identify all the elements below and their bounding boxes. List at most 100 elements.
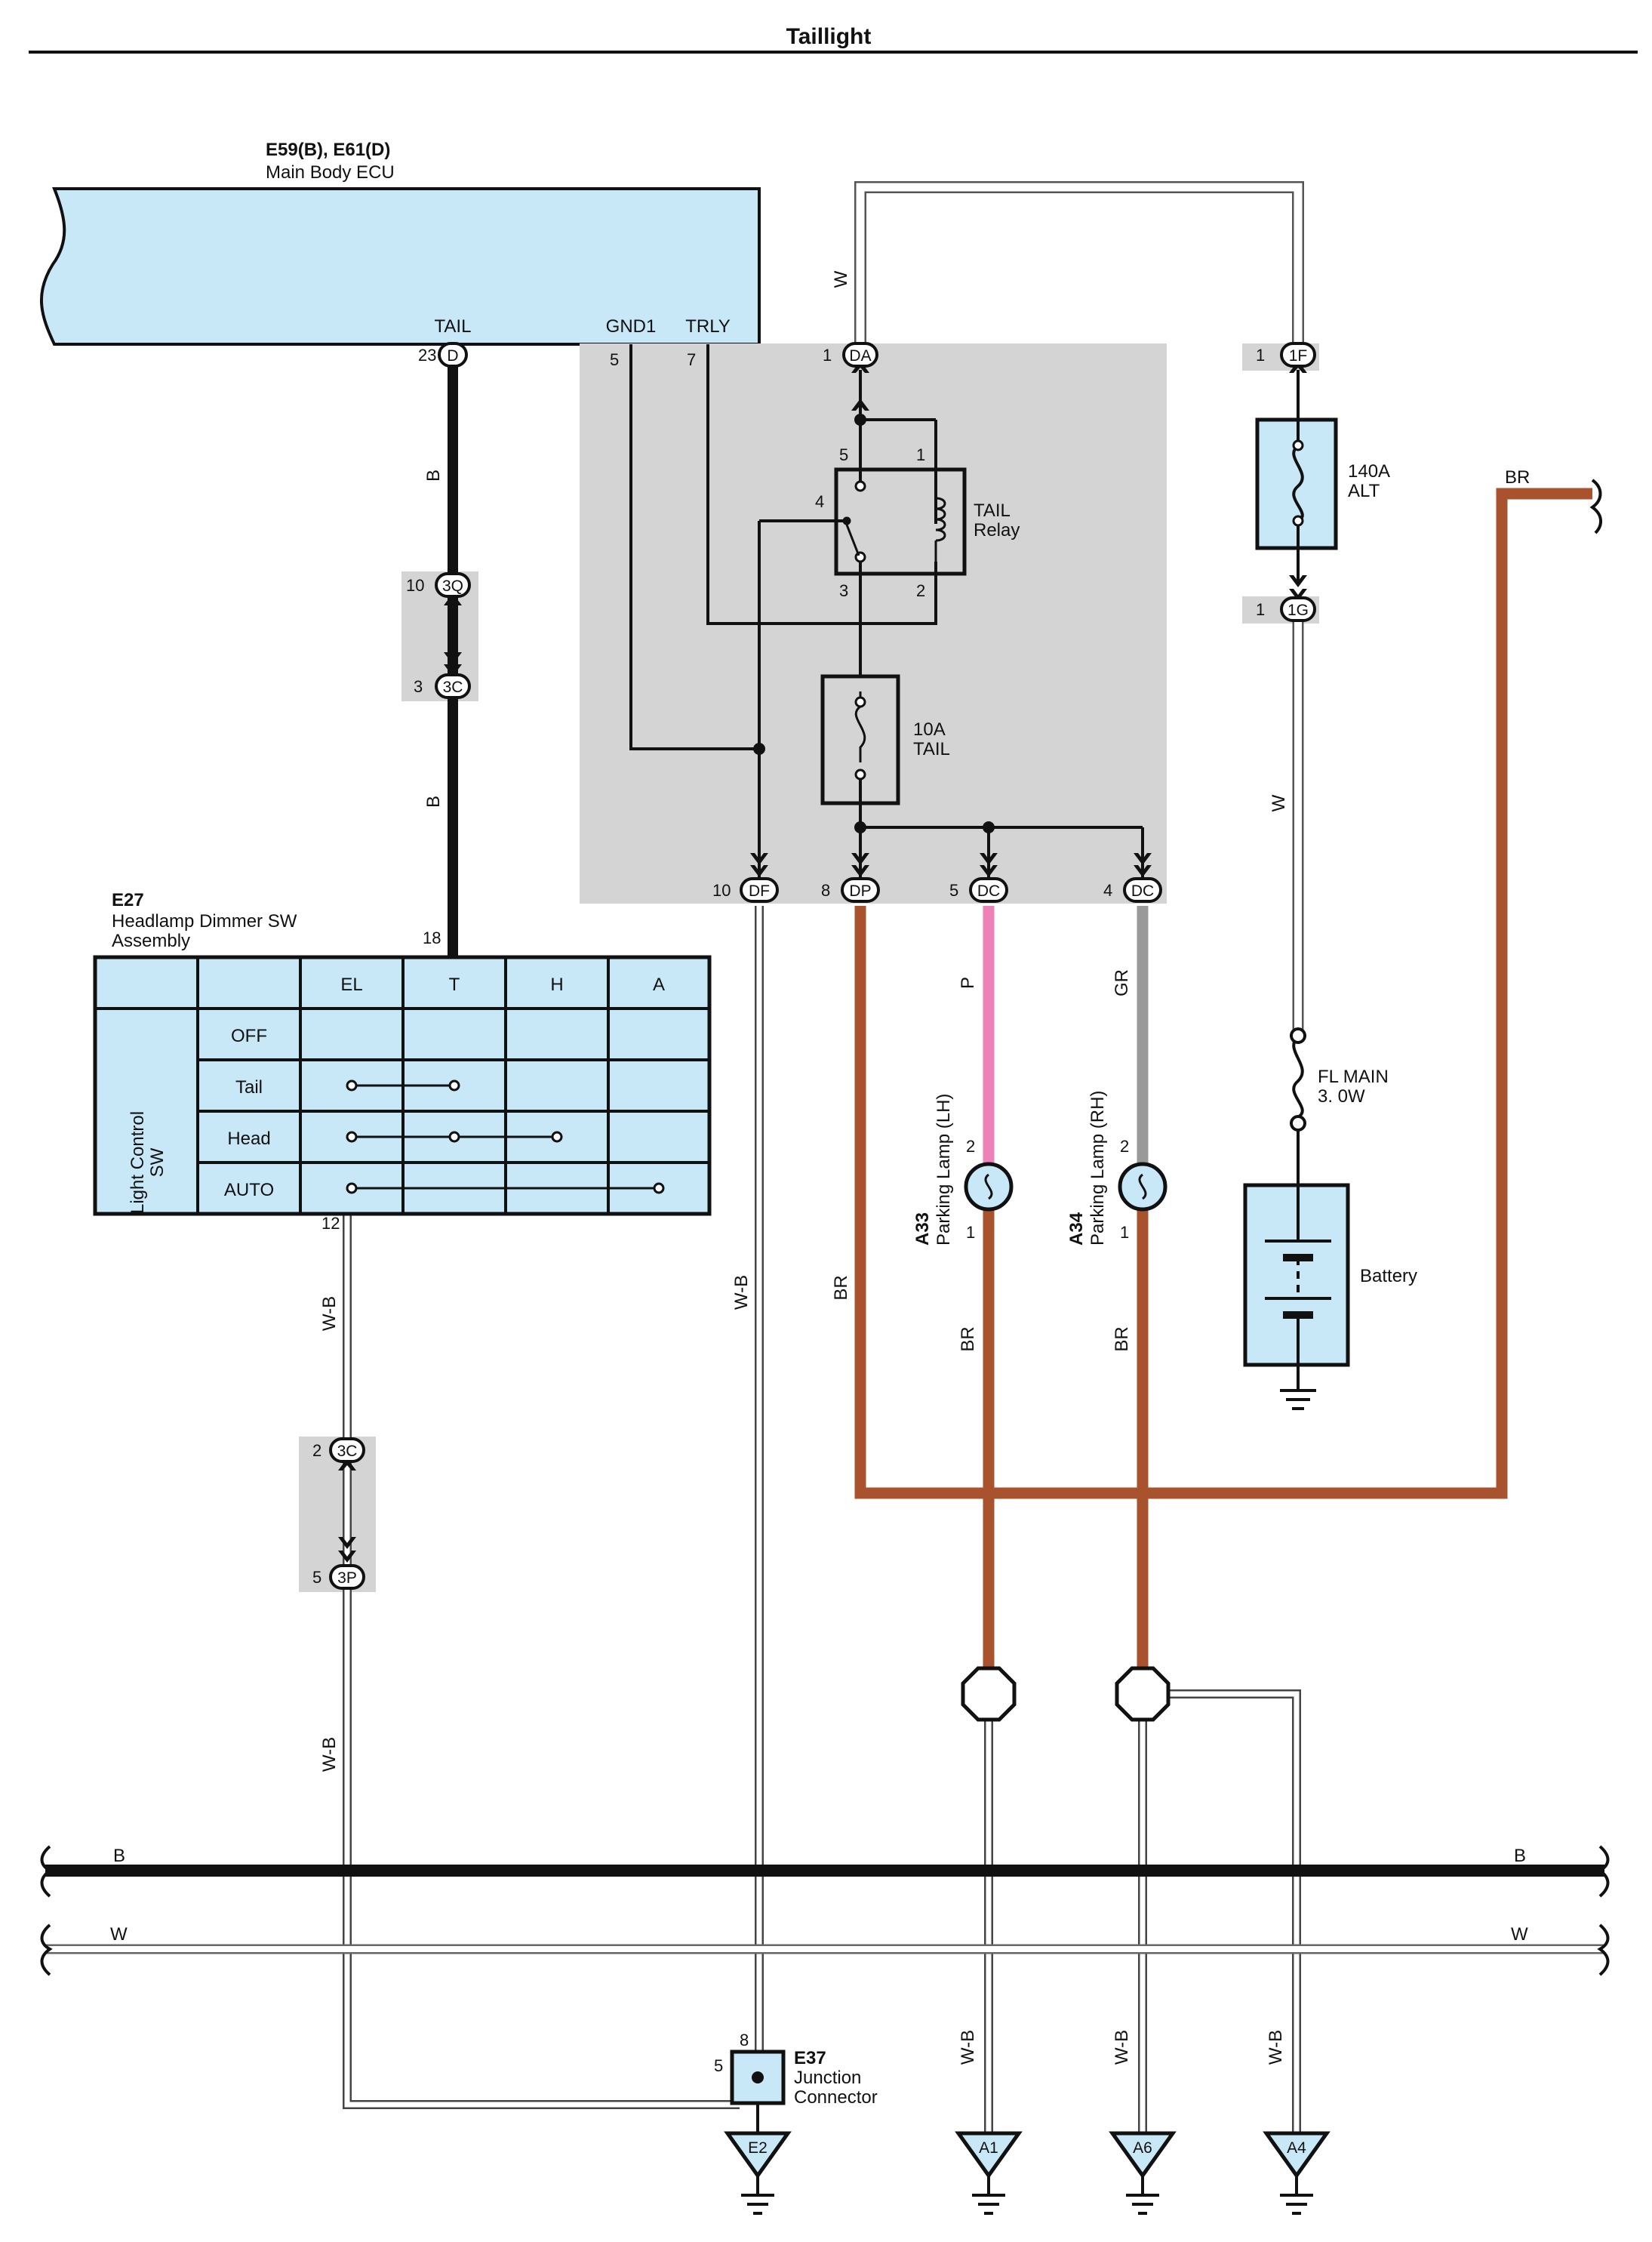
svg-text:3C: 3C — [337, 1443, 358, 1460]
svg-text:DA: DA — [849, 347, 871, 365]
svg-text:DC: DC — [977, 882, 1000, 900]
pin-number: 5 — [610, 350, 619, 369]
pin-number: 3 — [839, 581, 848, 600]
wire-label: BR — [1112, 1326, 1132, 1351]
svg-text:DC: DC — [1131, 882, 1154, 900]
ground-terminal-a1: A1 — [955, 2131, 1023, 2215]
tail-relay — [834, 467, 967, 576]
splice-point-lh — [961, 1666, 1017, 1722]
ground-icon — [1126, 2176, 1159, 2215]
pin-number: 1 — [1256, 346, 1265, 365]
wire-label: B — [113, 1846, 125, 1866]
fuse-tail-line1: 10A — [913, 719, 946, 740]
pin-number: 4 — [1103, 881, 1112, 900]
connector-dc-lh: DC — [969, 877, 1008, 903]
ecu-pin-gnd1: GND1 — [606, 316, 657, 337]
fuse-alt-line2: ALT — [1348, 481, 1380, 501]
wire-label: GR — [1112, 969, 1132, 996]
connector-3c-upper: 3C — [435, 673, 471, 699]
fuse-main-line2: 3. 0W — [1318, 1086, 1365, 1107]
switch-name-line2: Assembly — [112, 931, 190, 951]
wire-label: W-B — [1266, 2030, 1286, 2065]
pin-numbers: 23 5 7 1 5 1 4 3 2 1 1 10 3 18 10 8 5 4 … — [312, 346, 1265, 2075]
wire-label: BR — [958, 1326, 978, 1351]
lamp-filament — [1138, 1173, 1147, 1200]
wire-label: B — [423, 470, 444, 482]
wire-label: BR — [831, 1275, 851, 1300]
junction-line1: Junction — [794, 2068, 861, 2088]
ground-terminal-e2: E2 — [724, 2131, 792, 2215]
pin-number: 7 — [687, 350, 696, 369]
fuse-alt-line1: 140A — [1348, 461, 1390, 482]
ground-icon — [972, 2176, 1005, 2215]
wire-label: W-B — [731, 1275, 752, 1310]
connector-3c-lower: 3C — [329, 1437, 365, 1463]
switch-row-header-line2: SW — [147, 1147, 168, 1177]
fuse-main-terminal — [1290, 1027, 1306, 1044]
switch-grid — [95, 957, 709, 1214]
junction-code: E37 — [794, 2048, 826, 2068]
connector-1g: 1G — [1280, 596, 1316, 622]
ground-label-e2: E2 — [748, 2139, 768, 2157]
connector-df: DF — [740, 877, 779, 903]
connector-1f: 1F — [1280, 342, 1316, 368]
connector-dp: DP — [841, 877, 880, 903]
switch-row-head: Head — [227, 1129, 270, 1149]
switch-col-h: H — [550, 975, 563, 995]
pin-number: 8 — [821, 881, 830, 900]
pin-number: 18 — [423, 929, 441, 947]
pin-number: 1 — [1120, 1223, 1129, 1242]
pin-number: 5 — [949, 881, 958, 900]
connector-3p: 3P — [329, 1564, 365, 1590]
wire-label: B — [1514, 1846, 1526, 1866]
ecu-pin-tail: TAIL — [435, 316, 472, 337]
ecu-pin-trly: TRLY — [685, 316, 731, 337]
wire-label: W — [110, 1924, 128, 1945]
relay-contacts — [842, 480, 946, 563]
fuse-main-element — [1292, 1034, 1304, 1119]
pin-number: 8 — [740, 2031, 749, 2050]
junction-line2: Connector — [794, 2087, 878, 2108]
relay-name-line2: Relay — [974, 520, 1020, 540]
wire-label: W — [1269, 794, 1289, 811]
pin-number: 2 — [916, 581, 925, 600]
switch-col-el: EL — [340, 975, 362, 995]
page-title: Taillight — [786, 24, 872, 49]
lamp-filament — [984, 1173, 993, 1200]
splice-point-rh — [1115, 1666, 1171, 1722]
pin-number: 2 — [312, 1441, 321, 1460]
svg-text:D: D — [447, 347, 458, 365]
fuse-tail-terminal — [854, 696, 866, 708]
connector-da: DA — [842, 342, 878, 368]
connector-dc-rh: DC — [1123, 877, 1162, 903]
junction-dot — [753, 743, 765, 755]
pin-number: 5 — [839, 445, 848, 464]
fuse-tail-line2: TAIL — [913, 739, 950, 759]
svg-text:3P: 3P — [337, 1569, 357, 1587]
junction-dot — [854, 821, 866, 833]
pin-number: 23 — [418, 346, 436, 365]
pin-number: 1 — [916, 445, 925, 464]
switch-col-a: A — [653, 975, 665, 995]
ecu-name: Main Body ECU — [266, 162, 395, 183]
pin-number: 1 — [823, 346, 832, 365]
pin-number: 12 — [321, 1214, 340, 1233]
ecu-body — [39, 187, 761, 346]
relay-name-line1: TAIL — [974, 500, 1011, 521]
switch-row-auto: AUTO — [224, 1180, 274, 1200]
lamp-lh-name: Parking Lamp (LH) — [934, 1094, 954, 1246]
wire-label: BR — [1505, 467, 1530, 488]
switch-row-off: OFF — [231, 1026, 267, 1046]
fuse-tail-element — [854, 691, 866, 762]
junction-dot — [854, 414, 866, 426]
connector-arrows — [338, 361, 1307, 1563]
pin-number: 3 — [414, 677, 423, 696]
switch-row-tail: Tail — [235, 1077, 263, 1098]
wire-label: B — [423, 796, 444, 808]
title-rule — [29, 51, 1638, 54]
pin-number: 4 — [815, 492, 824, 511]
wire-label: W — [831, 270, 851, 288]
fuse-main-terminal — [1290, 1115, 1306, 1132]
fuse-main-line1: FL MAIN — [1318, 1067, 1389, 1087]
